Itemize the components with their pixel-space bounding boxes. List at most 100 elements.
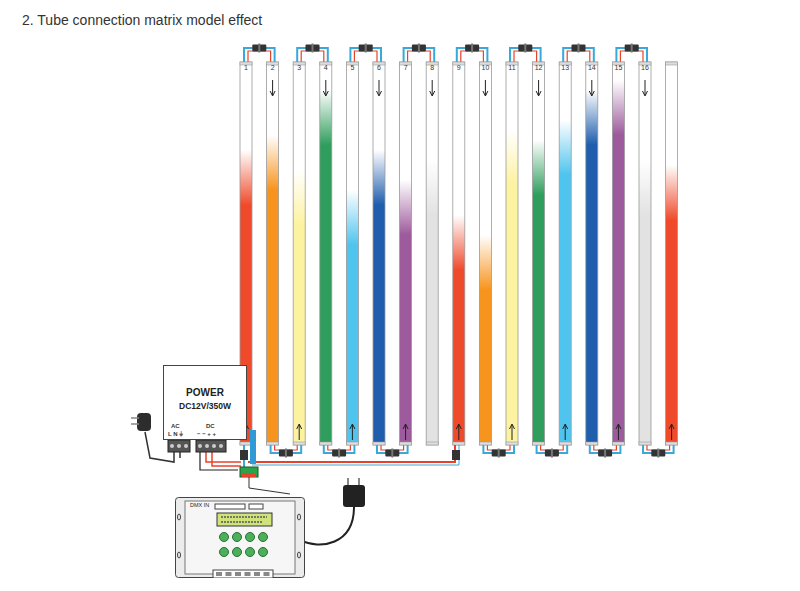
connector bbox=[452, 450, 460, 460]
node-subtitle: DC12V/350W bbox=[164, 402, 246, 411]
terminal-screw bbox=[264, 572, 270, 576]
tube-number: 5 bbox=[350, 64, 354, 71]
connector bbox=[598, 450, 612, 457]
screw bbox=[212, 444, 216, 448]
screw bbox=[219, 444, 223, 448]
tube-number: 2 bbox=[271, 64, 275, 71]
connector bbox=[651, 450, 665, 457]
led-tube bbox=[666, 62, 678, 445]
terminal-block bbox=[240, 467, 258, 477]
node-title: DMX IN bbox=[190, 503, 305, 509]
tube-number: 3 bbox=[297, 64, 301, 71]
feed-wire bbox=[252, 445, 459, 465]
ac-plug bbox=[137, 413, 151, 431]
led-tube bbox=[533, 62, 545, 445]
power-wire bbox=[212, 452, 241, 466]
adapter-cable bbox=[300, 507, 354, 544]
key-button bbox=[259, 548, 268, 557]
ac-cable bbox=[179, 452, 181, 458]
terminal-screw bbox=[226, 572, 232, 576]
flow-arrow bbox=[377, 80, 382, 96]
tube-number: 4 bbox=[324, 64, 328, 71]
jumper-wire bbox=[354, 51, 377, 62]
led-tube bbox=[506, 62, 518, 445]
tube-number: 10 bbox=[482, 64, 490, 71]
tube-cap bbox=[400, 442, 412, 445]
flow-arrow bbox=[323, 80, 328, 96]
terminal-screw bbox=[254, 572, 260, 576]
connector bbox=[545, 450, 559, 457]
connector bbox=[657, 449, 659, 458]
screw bbox=[177, 444, 181, 448]
led-tube bbox=[320, 62, 332, 445]
key-button bbox=[246, 548, 255, 557]
key-button bbox=[233, 533, 242, 542]
tube-number: 7 bbox=[404, 64, 408, 71]
dmx-terminal bbox=[215, 504, 245, 509]
flow-arrow bbox=[350, 424, 355, 440]
led-tube bbox=[639, 62, 651, 445]
connector bbox=[338, 449, 340, 458]
connector bbox=[625, 45, 639, 52]
tube-cap bbox=[373, 442, 385, 445]
tube-cap bbox=[639, 442, 651, 445]
jumper-wire bbox=[248, 51, 271, 62]
led-tube bbox=[293, 62, 305, 445]
key-button bbox=[246, 533, 255, 542]
jumper-wire bbox=[567, 51, 590, 62]
flow-arrow bbox=[643, 80, 648, 96]
tube-number: 1 bbox=[244, 64, 248, 71]
power-adapter bbox=[343, 485, 365, 507]
tube-number: 15 bbox=[615, 64, 623, 71]
connector bbox=[578, 44, 580, 53]
flow-arrow bbox=[510, 424, 515, 440]
connector bbox=[518, 45, 532, 52]
led-tube bbox=[586, 62, 598, 445]
connector bbox=[604, 449, 606, 458]
connector bbox=[524, 44, 526, 53]
connector bbox=[551, 449, 553, 458]
flow-arrow bbox=[616, 424, 621, 440]
connector bbox=[412, 45, 426, 52]
terminal-screw bbox=[235, 572, 241, 576]
led-tube bbox=[346, 62, 358, 445]
jumper-wire bbox=[514, 51, 537, 62]
tube-cap bbox=[506, 442, 518, 445]
led-tube bbox=[612, 62, 624, 445]
led-tube bbox=[453, 62, 465, 445]
connector bbox=[471, 44, 473, 53]
tube-number: 8 bbox=[430, 64, 434, 71]
tube-cap bbox=[346, 442, 358, 445]
dc-terminals bbox=[196, 440, 226, 452]
terminal-screw bbox=[216, 572, 222, 576]
connector bbox=[498, 449, 500, 458]
led-tube bbox=[267, 62, 279, 445]
connector bbox=[418, 44, 420, 53]
plug-pin bbox=[131, 418, 139, 424]
tube-cap bbox=[267, 442, 279, 445]
connector bbox=[258, 44, 260, 53]
connector bbox=[240, 450, 248, 460]
tube-cap bbox=[320, 442, 332, 445]
tube-number: 6 bbox=[377, 64, 381, 71]
led-tube bbox=[426, 62, 438, 445]
connector bbox=[332, 450, 346, 457]
flow-arrow bbox=[270, 80, 275, 96]
screw bbox=[205, 444, 209, 448]
tube-number: 13 bbox=[561, 64, 569, 71]
connector bbox=[391, 449, 393, 458]
flow-arrow bbox=[536, 80, 541, 96]
flow-arrow bbox=[456, 424, 461, 440]
tube-cap bbox=[586, 442, 598, 445]
tube-number: 14 bbox=[588, 64, 596, 71]
terminal-label: − − + + bbox=[197, 431, 216, 437]
tube-cap bbox=[293, 442, 305, 445]
connector bbox=[359, 45, 373, 52]
tube-cap bbox=[426, 442, 438, 445]
terminal-block bbox=[242, 473, 256, 477]
terminal-label: L N ⏚ bbox=[168, 431, 183, 437]
feed-wire bbox=[248, 445, 455, 462]
connector bbox=[365, 44, 367, 53]
